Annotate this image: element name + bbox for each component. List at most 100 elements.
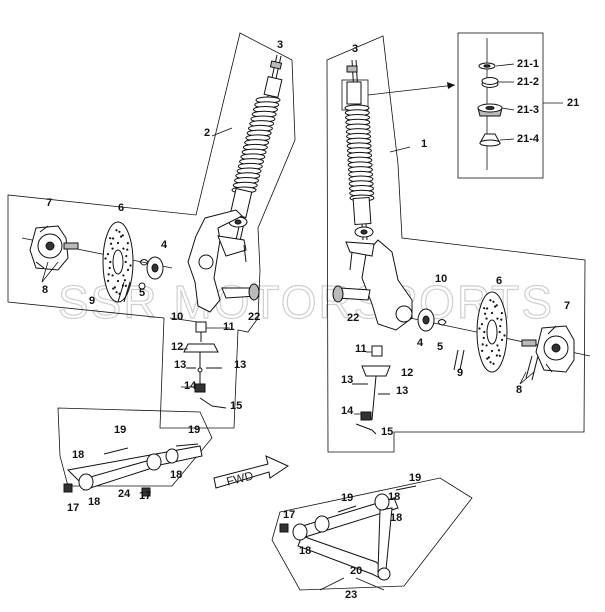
- disc-hole: [496, 344, 499, 347]
- disc-hole: [111, 247, 114, 250]
- disc-hole: [497, 349, 501, 352]
- callout-right-1: 1: [421, 138, 427, 150]
- left-steering-knuckle: [187, 209, 260, 313]
- disc-hole: [113, 286, 116, 289]
- disc-hole: [106, 253, 110, 256]
- disc-hole: [487, 356, 490, 359]
- callout-right-10: 10: [435, 273, 447, 285]
- fwd-label: FWD: [225, 468, 255, 488]
- callout-left-8: 8: [42, 284, 48, 296]
- callout-right-19: 19: [409, 472, 421, 484]
- disc-hole: [125, 254, 128, 258]
- callout-right-3: 3: [352, 43, 358, 55]
- disc-hole: [124, 284, 127, 287]
- disc-hole: [115, 291, 118, 294]
- callout-detail-21-2: 21-2: [517, 76, 539, 88]
- left-lower-a-arm: [63, 443, 203, 497]
- right-hardware-column: [352, 345, 391, 435]
- disc-hole: [489, 299, 492, 302]
- callout-right-17: 17: [283, 509, 295, 521]
- right-shock-absorber: [344, 59, 375, 241]
- disc-hole: [129, 264, 132, 267]
- leader-lines: [41, 127, 535, 591]
- callout-left-9: 9: [89, 295, 95, 307]
- disc-hole: [111, 274, 114, 277]
- left-lower-arm-outline: [57, 407, 213, 487]
- callout-right-13: 13: [341, 374, 353, 386]
- left-assembly-outline: [7, 32, 296, 429]
- callout-right-19: 19: [341, 492, 353, 504]
- left-hub-assembly: [21, 221, 173, 303]
- fwd-direction-arrow: FWD: [213, 455, 290, 489]
- disc-hole: [485, 317, 488, 320]
- callout-right-20: 20: [350, 565, 362, 577]
- callout-left-19: 19: [114, 424, 126, 436]
- disc-hole: [126, 242, 129, 245]
- disc-hole: [118, 230, 121, 233]
- callout-detail-21-3: 21-3: [517, 104, 539, 116]
- callout-left-22: 22: [248, 311, 260, 323]
- callout-right-4: 4: [417, 337, 424, 349]
- disc-hole: [494, 305, 497, 308]
- callout-right-22: 22: [347, 312, 359, 324]
- callout-left-3: 3: [277, 39, 283, 51]
- callout-right-11: 11: [355, 343, 367, 355]
- disc-hole: [482, 336, 485, 340]
- disc-hole: [109, 260, 112, 264]
- disc-hole: [496, 317, 499, 320]
- callout-right-6: 6: [496, 275, 502, 287]
- callout-detail-21-4: 21-4: [517, 133, 540, 145]
- disc-hole: [483, 312, 487, 315]
- callout-left-18: 18: [72, 449, 84, 461]
- disc-hole: [498, 330, 501, 334]
- disc-hole: [489, 361, 492, 364]
- disc-hole: [500, 312, 503, 315]
- disc-hole: [121, 234, 124, 237]
- disc-hole: [122, 247, 125, 250]
- disc-hole: [122, 274, 125, 277]
- callout-right-9: 9: [457, 367, 463, 379]
- disc-hole: [120, 235, 123, 238]
- disc-hole: [115, 229, 118, 232]
- disc-hole: [107, 279, 110, 282]
- right-assembly-outline: [326, 35, 586, 453]
- disc-hole: [112, 287, 115, 290]
- right-hub-assembly: [409, 291, 591, 381]
- callout-detail-21: 21: [567, 97, 579, 109]
- callout-left-15: 15: [230, 400, 242, 412]
- disc-hole: [485, 344, 488, 347]
- detail-parts: [477, 38, 563, 170]
- disc-hole: [481, 349, 484, 352]
- detail-pointer-line: [367, 84, 456, 96]
- right-steering-knuckle: [332, 239, 413, 331]
- callout-left-7: 7: [46, 197, 52, 209]
- callout-right-14: 14: [341, 405, 354, 417]
- callout-right-18: 18: [390, 512, 402, 524]
- callout-left-24: 24: [118, 488, 131, 500]
- disc-hole: [490, 311, 494, 315]
- callout-left-4: 4: [161, 239, 168, 251]
- disc-hole: [492, 362, 495, 365]
- disc-hole: [500, 338, 504, 341]
- disc-hole: [499, 324, 502, 328]
- disc-hole: [478, 327, 481, 330]
- disc-hole: [109, 242, 113, 245]
- disc-hole: [500, 318, 503, 321]
- callout-right-12: 12: [401, 367, 413, 379]
- disc-hole: [480, 323, 484, 326]
- callout-right-8: 8: [516, 384, 522, 396]
- disc-hole: [495, 354, 498, 357]
- callout-left-18: 18: [170, 469, 182, 481]
- disc-hole: [116, 241, 120, 245]
- callout-left-13: 13: [174, 359, 186, 371]
- callout-left-6: 6: [118, 202, 124, 214]
- disc-hole: [107, 273, 110, 276]
- right-lower-a-arm: [279, 485, 417, 581]
- detail-box-21: [457, 32, 544, 179]
- callout-right-15: 15: [381, 426, 393, 438]
- disc-hole: [126, 268, 130, 271]
- disc-hole: [481, 343, 484, 346]
- disc-hole: [503, 334, 506, 337]
